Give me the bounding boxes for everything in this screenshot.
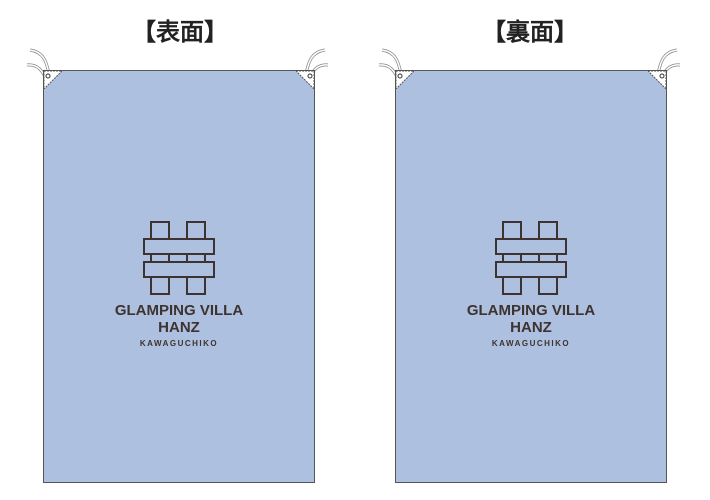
hanz-logo-icon — [143, 221, 215, 295]
front-label: 【表面】 — [132, 18, 228, 46]
grommet-corner-icon — [296, 71, 314, 89]
grommet-corner-icon — [648, 71, 666, 89]
brand-location: KAWAGUCHIKO — [139, 339, 219, 348]
back-label: 【裏面】 — [482, 18, 578, 46]
brand-location: KAWAGUCHIKO — [491, 339, 571, 348]
grommet-corner-icon — [44, 71, 62, 89]
grommet-corner-icon — [396, 71, 414, 89]
hanz-logo-icon — [495, 221, 567, 295]
